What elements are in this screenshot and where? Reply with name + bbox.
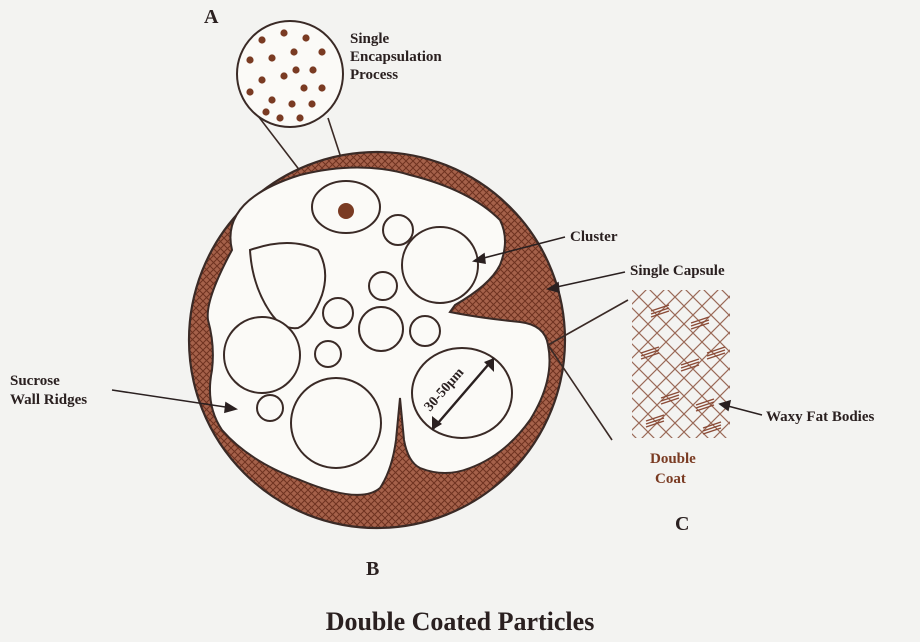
panel-label-b: B (366, 558, 379, 580)
encapsulated-particle (308, 100, 315, 107)
cell (323, 298, 353, 328)
diagram-title: Double Coated Particles (326, 607, 595, 636)
encapsulated-particle (296, 114, 303, 121)
encapsulated-particle (300, 84, 307, 91)
cell (359, 307, 403, 351)
encapsulated-particle (280, 72, 287, 79)
inset-a (237, 21, 345, 176)
encapsulated-particle (246, 56, 253, 63)
sucrose-label-2: Wall Ridges (10, 392, 87, 408)
encapsulated-particle (258, 76, 265, 83)
encapsulated-particle (318, 84, 325, 91)
single-encapsulation-label-2: Encapsulation (350, 49, 442, 65)
single-encapsulation-circle (237, 21, 343, 127)
encapsulated-particle (268, 96, 275, 103)
encapsulated-particle (290, 48, 297, 55)
capsule-pointer (552, 272, 625, 288)
encapsulated-particle (280, 29, 287, 36)
encapsulated-particle (302, 34, 309, 41)
cell (369, 272, 397, 300)
double-coat-label-2: Coat (655, 471, 686, 487)
cell (410, 316, 440, 346)
cell (383, 215, 413, 245)
inset-c (548, 290, 730, 440)
sucrose-label-1: Sucrose (10, 373, 60, 389)
cell (291, 378, 381, 468)
single-encapsulation-label-3: Process (350, 67, 398, 83)
measured-cell (412, 348, 512, 438)
panel-label-a: A (204, 6, 219, 28)
cluster-cell (402, 227, 478, 303)
cell (315, 341, 341, 367)
encapsulated-particle (262, 108, 269, 115)
encapsulated-particle (246, 88, 253, 95)
encapsulated-particle (276, 114, 283, 121)
single-capsule-label: Single Capsule (630, 263, 725, 279)
encapsulated-particle (258, 36, 265, 43)
cell (257, 395, 283, 421)
single-encapsulation-label-1: Single (350, 31, 390, 47)
waxy-fat-label: Waxy Fat Bodies (766, 409, 875, 425)
double-coat-lattice (632, 290, 730, 438)
cluster-label: Cluster (570, 229, 618, 245)
cell (224, 317, 300, 393)
double-coat-label-1: Double (650, 451, 696, 467)
encapsulated-particle (268, 54, 275, 61)
encapsulated-particle (292, 66, 299, 73)
inclusion-dot (338, 203, 354, 219)
encapsulated-particle (318, 48, 325, 55)
particle-b: 30-50μm (189, 152, 565, 528)
encapsulated-particle (309, 66, 316, 73)
panel-label-c: C (675, 513, 689, 535)
encapsulated-particle (288, 100, 295, 107)
